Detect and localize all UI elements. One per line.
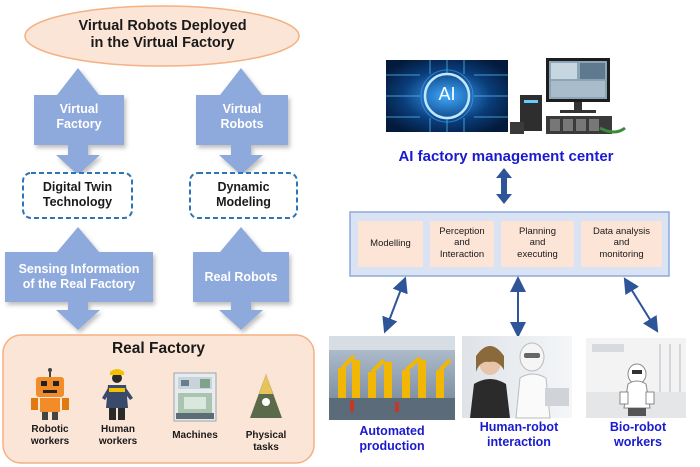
human-robot-interaction-line-1: Human-robot [479, 420, 559, 434]
digital-twin-label: Digital Twin Technology [23, 180, 132, 210]
module-perception-line-3: Interaction [439, 248, 485, 260]
module-box-4 [581, 221, 662, 267]
module-box-1 [358, 221, 423, 267]
dynamic-modeling-box [189, 172, 298, 219]
automated-production-label: Automated production [334, 424, 450, 454]
ai-chip-image [386, 60, 508, 132]
real-factory-item-machines-line-1: Machines [172, 430, 218, 441]
automated-production-line-2: production [359, 439, 425, 453]
digital-twin-line-2: Technology [42, 195, 113, 209]
module-data-analysis-line-1: Data analysis [592, 226, 651, 237]
real-factory-item-human: Human workers [89, 424, 147, 448]
real-factory-item-physical-line-1: Physical [245, 430, 287, 441]
real-factory-title: Real Factory [111, 340, 206, 357]
real-factory-item-robotic-line-1: Robotic [31, 424, 69, 435]
module-perception-line-1: Perception [439, 226, 485, 237]
module-box-3 [501, 221, 574, 267]
human-robot-interaction-image [462, 336, 572, 419]
sensing-label: Sensing Information of the Real Factory [5, 262, 153, 292]
digital-twin-box [22, 172, 133, 219]
real-factory-item-human-line-1: Human [101, 424, 135, 435]
virtual-factory-line-2: Factory [56, 117, 102, 131]
top-oval-label: Virtual Robots Deployed in the Virtual F… [40, 18, 285, 53]
robot-worker-icon [31, 368, 69, 420]
real-factory-item-robotic-line-2: workers [30, 436, 70, 447]
module-box-2 [430, 221, 494, 267]
real-factory-item-physical-line-2: tasks [253, 442, 279, 453]
module-perception: Perception and Interaction [430, 226, 494, 260]
real-factory-item-physical: Physical tasks [236, 430, 296, 454]
center-double-arrow [496, 168, 512, 204]
module-modelling-line-1: Modelling [370, 238, 411, 249]
top-oval [24, 5, 300, 67]
arrow-right-lower [193, 227, 289, 330]
bio-robot-workers-label: Bio-robot workers [586, 420, 690, 450]
virtual-factory-label: Virtual Factory [34, 102, 124, 132]
connector-right [623, 277, 659, 333]
bio-robot-workers-line-1: Bio-robot [609, 420, 667, 434]
real-factory-item-human-line-2: workers [98, 436, 138, 447]
ai-logo-text: AI [438, 84, 456, 104]
arrow-right-upper [196, 68, 288, 175]
sensing-line-2: of the Real Factory [22, 277, 136, 291]
virtual-factory-line-1: Virtual [59, 102, 99, 116]
dynamic-modeling-line-2: Modeling [216, 195, 271, 209]
automated-production-image [329, 336, 455, 420]
ai-center-title: AI factory management center [398, 148, 614, 165]
physical-tasks-icon [250, 374, 282, 418]
module-data-analysis-line-3: monitoring [599, 248, 644, 260]
module-perception-line-2: and [454, 237, 470, 249]
real-robots-label: Real Robots [204, 270, 278, 284]
human-robot-interaction-label: Human-robot interaction [460, 420, 578, 450]
real-factory-item-robotic: Robotic workers [18, 424, 82, 448]
human-worker-icon [102, 369, 133, 420]
virtual-robots-line-1: Virtual [222, 102, 262, 116]
real-factory-panel [2, 334, 315, 464]
control-equipment-image [510, 58, 626, 134]
bio-robot-workers-image [586, 338, 686, 418]
module-data-analysis: Data analysis and monitoring [581, 226, 662, 260]
digital-twin-line-1: Digital Twin [42, 180, 113, 194]
top-oval-line-1: Virtual Robots Deployed [78, 18, 247, 34]
arrow-left-lower [5, 227, 153, 330]
module-planning-line-1: Planning [519, 226, 556, 237]
module-modelling: Modelling [358, 238, 423, 249]
connector-left [382, 276, 408, 334]
human-robot-interaction-line-2: interaction [487, 435, 551, 449]
virtual-robots-label: Virtual Robots [196, 102, 288, 132]
module-planning: Planning and executing [501, 226, 574, 260]
virtual-robots-line-2: Robots [220, 117, 264, 131]
module-data-analysis-line-2: and [613, 237, 630, 249]
top-oval-line-2: in the Virtual Factory [90, 35, 235, 52]
sensing-line-1: Sensing Information [18, 262, 140, 276]
module-planning-line-2: and [529, 237, 546, 249]
module-planning-line-3: executing [517, 248, 558, 260]
dynamic-modeling-line-1: Dynamic [217, 180, 270, 194]
bio-robot-workers-line-2: workers [614, 435, 662, 449]
automated-production-line-1: Automated [359, 424, 425, 438]
arrow-left-upper [34, 68, 124, 175]
machine-icon [173, 372, 217, 422]
dynamic-modeling-label: Dynamic Modeling [190, 180, 297, 210]
real-factory-item-machines: Machines [163, 430, 227, 442]
